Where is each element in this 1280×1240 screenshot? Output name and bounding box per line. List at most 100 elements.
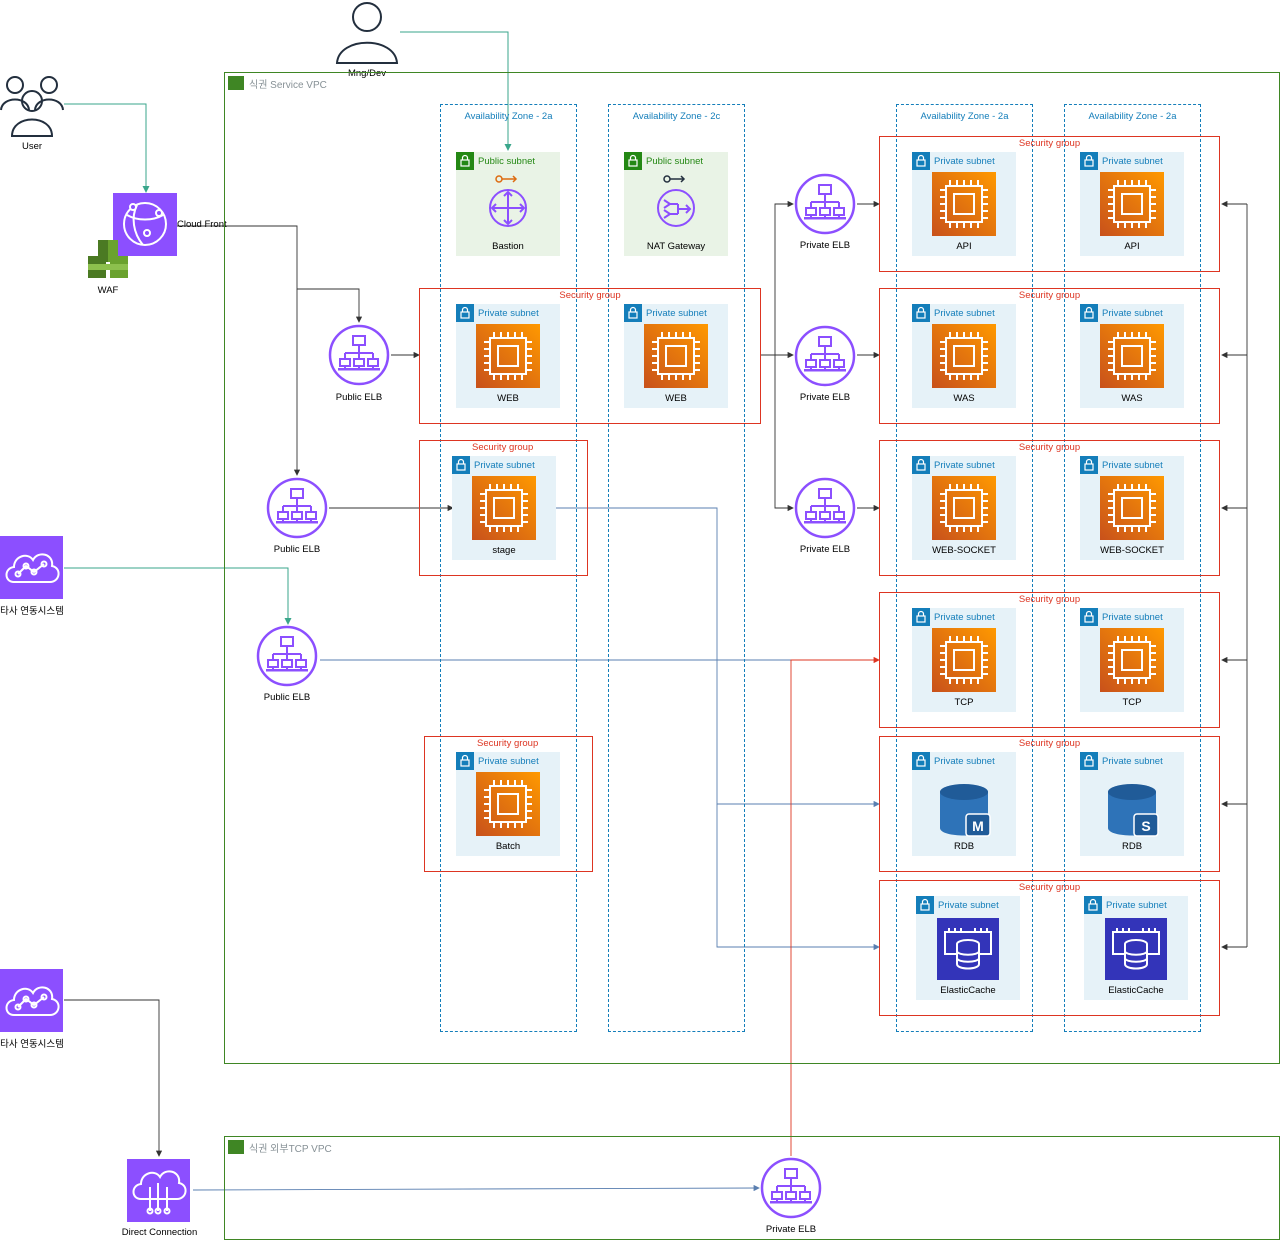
lock-icon <box>456 304 474 322</box>
api-label: API <box>1124 241 1140 252</box>
rdb-master-mark: M <box>972 818 984 834</box>
private-subnet-rdb-slave: Private subnet S RDB <box>1080 752 1184 856</box>
public-subnet-nat: Public subnet NAT Gateway <box>624 152 728 256</box>
lock-icon <box>916 896 934 914</box>
security-group: Security group <box>879 736 1220 872</box>
availability-zone: Availability Zone - 2a <box>440 104 577 1032</box>
security-group: Security group <box>419 288 761 424</box>
security-group: Security group <box>424 736 593 872</box>
private-elb-2-label: Private ELB <box>799 392 851 403</box>
cache-label: ElasticCache <box>940 985 996 996</box>
public-elb-1-label: Public ELB <box>335 392 383 403</box>
private-subnet-tcp-2: Private subnet TCP <box>1080 608 1184 712</box>
ec2-chip-icon <box>472 476 536 540</box>
waf-node <box>88 238 128 280</box>
service-vpc-title: 식권 Service VPC <box>249 80 327 91</box>
lock-icon <box>1084 896 1102 914</box>
availability-zone: Availability Zone - 2a <box>1064 104 1201 1032</box>
rds-database-icon <box>940 784 991 837</box>
elasticache-icon <box>937 918 999 980</box>
private-elb-1-label: Private ELB <box>799 240 851 251</box>
private-subnet-api-1: Private subnet API <box>912 152 1016 256</box>
nat-gateway-icon <box>657 175 695 227</box>
tcp-vpc: 식권 외부TCP VPC <box>224 1136 1280 1240</box>
external-system-2 <box>0 969 63 1032</box>
rdb-slave-mark: S <box>1141 818 1151 834</box>
lock-icon <box>624 152 642 170</box>
lock-icon <box>912 608 930 626</box>
private-elb-icon <box>760 1157 822 1219</box>
tcp-label: TCP <box>954 697 974 708</box>
availability-zone: Availability Zone - 2c <box>608 104 745 1032</box>
direct-connect-icon <box>132 1170 187 1215</box>
private-subnet-websocket-2: Private subnet WEB-SOCKET <box>1080 456 1184 560</box>
cloudfront-label: Cloud Front <box>177 219 227 230</box>
external-system-2-label: 타사 연동시스템 <box>0 1039 64 1050</box>
user-label: User <box>21 141 43 152</box>
ec2-chip-icon <box>1100 476 1164 540</box>
private-elb-icon <box>794 173 856 235</box>
bastion-label: Bastion <box>492 241 524 252</box>
private-subnet-web-2c: Private subnet WEB <box>624 304 728 408</box>
lock-icon <box>624 304 642 322</box>
private-subnet-websocket-1: Private subnet WEB-SOCKET <box>912 456 1016 560</box>
lock-icon <box>912 752 930 770</box>
private-subnet-tcp-1: Private subnet TCP <box>912 608 1016 712</box>
public-elb-icon <box>328 324 390 386</box>
edge-privelb-tcp <box>790 656 880 1156</box>
ec2-chip-icon <box>476 324 540 388</box>
private-subnet-was-2: Private subnet WAS <box>1080 304 1184 408</box>
vpc-cloud-icon <box>228 76 244 90</box>
vpc-cloud-icon <box>228 1140 244 1154</box>
websocket-label: WEB-SOCKET <box>1100 545 1164 556</box>
security-group: Security group <box>879 592 1220 728</box>
edge-web-privelb <box>760 200 794 356</box>
lock-icon <box>912 152 930 170</box>
availability-zone: Availability Zone - 2a <box>896 104 1033 1032</box>
security-group: Security group <box>879 288 1220 424</box>
public-elb-icon <box>266 477 328 539</box>
user-icon <box>335 2 399 64</box>
external-system-1 <box>0 536 63 599</box>
ec2-chip-icon <box>932 324 996 388</box>
cloud-network-icon <box>5 986 60 1016</box>
bastion-router-icon <box>489 175 527 227</box>
ec2-chip-icon <box>644 324 708 388</box>
edge-ext1-elb <box>64 567 292 625</box>
edge-ext2-direct <box>64 999 163 1157</box>
edge-direct-privelb <box>192 1184 760 1192</box>
rdb-label: RDB <box>953 841 975 852</box>
nat-gateway-label: NAT Gateway <box>646 241 706 252</box>
lock-icon <box>452 456 470 474</box>
edge-stage-rdb <box>556 507 880 808</box>
private-subnet-batch: Private subnet Batch <box>456 752 560 856</box>
ec2-chip-icon <box>932 476 996 540</box>
lock-icon <box>1080 152 1098 170</box>
batch-label: Batch <box>495 841 521 852</box>
public-elb-icon <box>256 625 318 687</box>
websocket-label: WEB-SOCKET <box>932 545 996 556</box>
ec2-chip-icon <box>476 772 540 836</box>
lock-icon <box>912 304 930 322</box>
api-label: API <box>956 241 972 252</box>
rdb-label: RDB <box>1121 841 1143 852</box>
users-icon <box>0 76 64 137</box>
mng-dev-label: Mng/Dev <box>347 68 386 79</box>
web-label: WEB <box>497 393 519 404</box>
cache-label: ElasticCache <box>1108 985 1164 996</box>
edge-web-privelb3 <box>774 355 794 512</box>
private-elb-tcp-label: Private ELB <box>765 1224 817 1235</box>
private-subnet-web-2a: Private subnet WEB <box>456 304 560 408</box>
security-group: Security group <box>879 440 1220 576</box>
lock-icon <box>1080 752 1098 770</box>
ec2-chip-icon <box>1100 324 1164 388</box>
lock-icon <box>456 152 474 170</box>
public-elb-2-label: Public ELB <box>273 544 321 555</box>
ec2-chip-icon <box>932 628 996 692</box>
edge-user-cloudfront <box>64 103 150 193</box>
was-label: WAS <box>1121 393 1143 404</box>
direct-connection-node <box>127 1159 190 1222</box>
private-elb-icon <box>794 477 856 539</box>
direct-connection-label: Direct Connection <box>121 1227 198 1238</box>
private-subnet-was-1: Private subnet WAS <box>912 304 1016 408</box>
